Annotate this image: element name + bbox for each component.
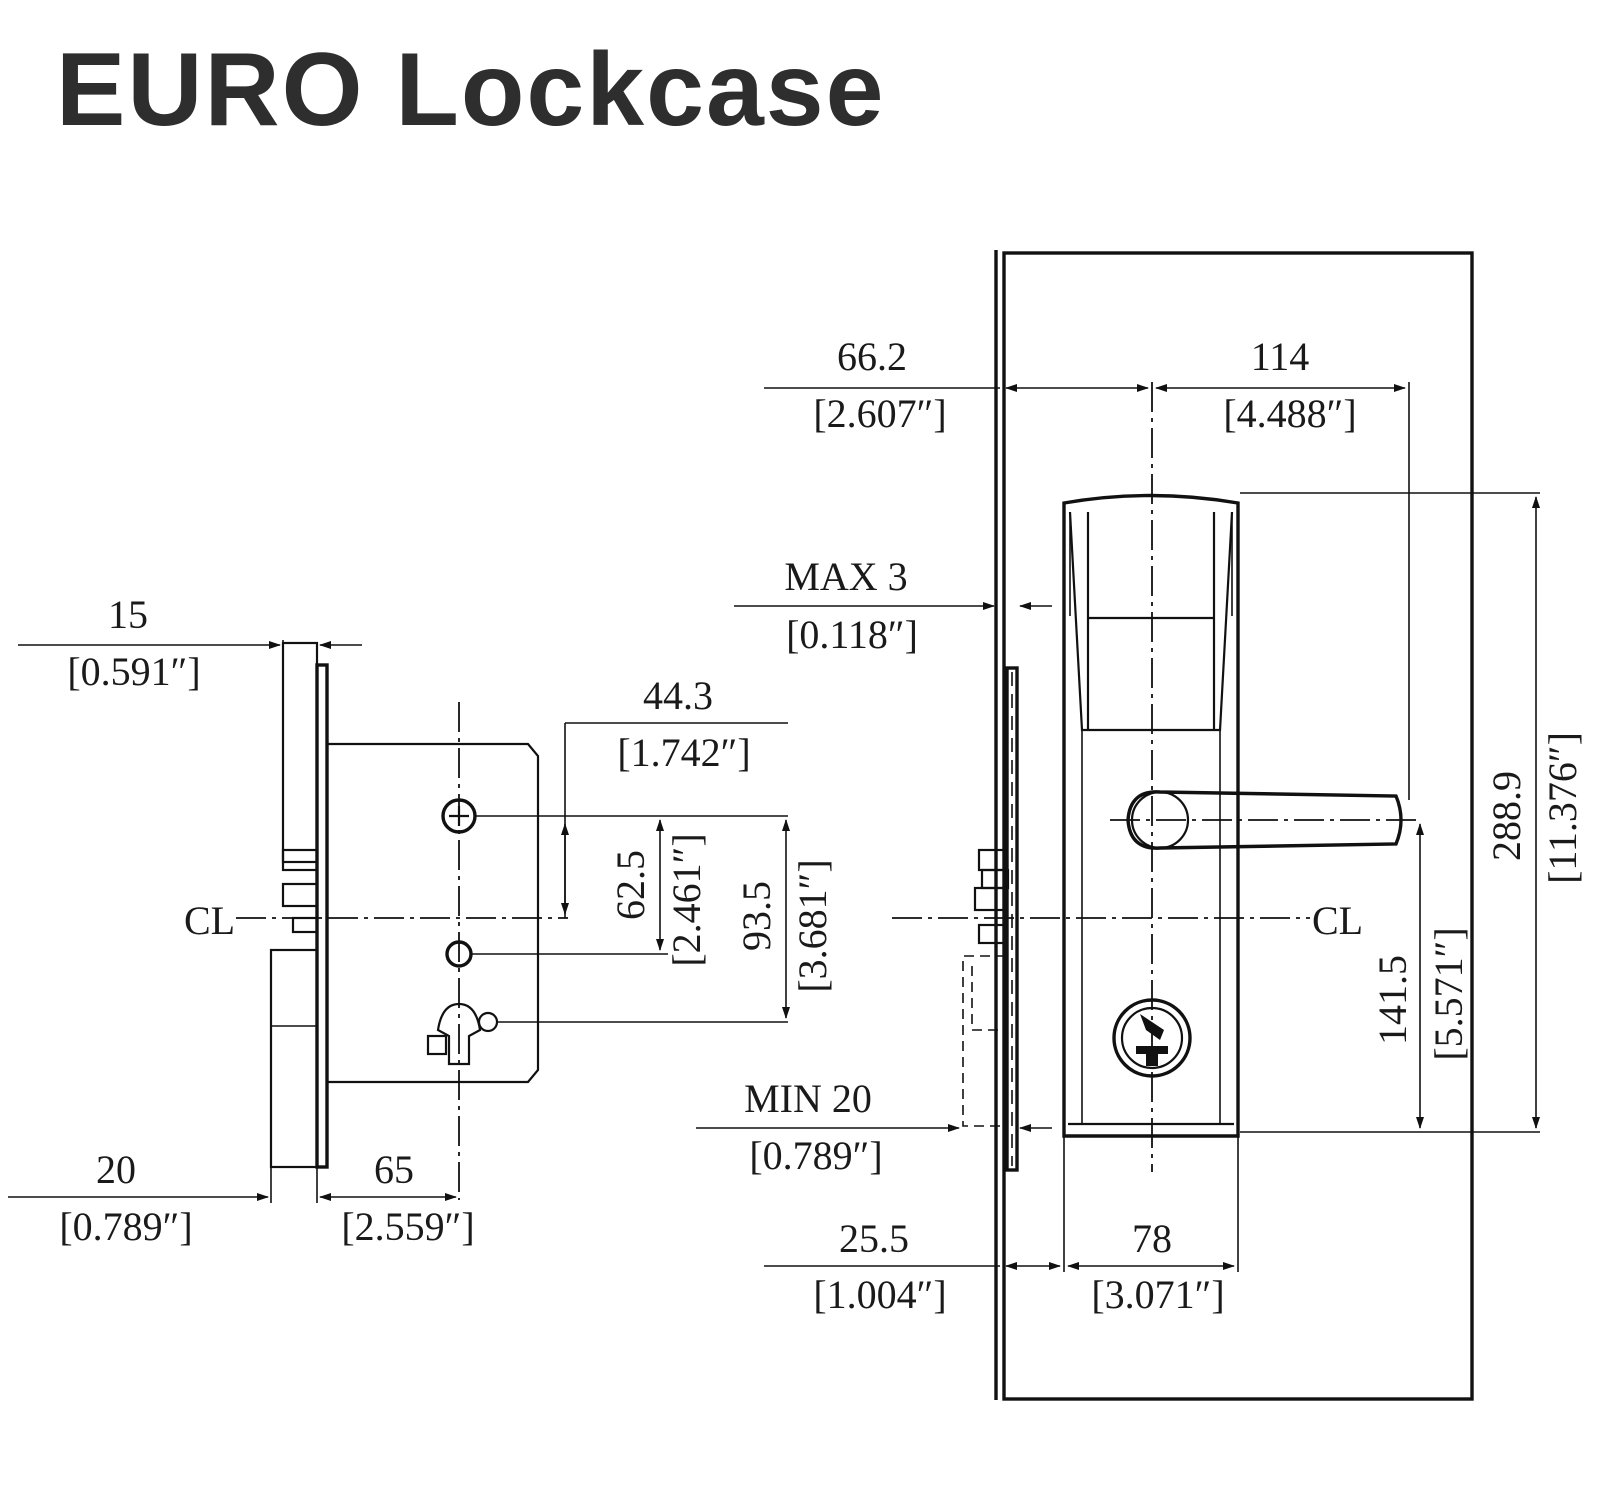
page-title: EURO Lockcase <box>56 32 886 148</box>
dim-65-value: 65 <box>374 1147 414 1192</box>
dim-20-inch: [0.789″] <box>59 1204 192 1249</box>
lockcase-drawing: CL 15 [0.591″] 20 [0.789″] 65 [2.559″] 4… <box>8 592 835 1249</box>
dead-bolt <box>281 882 319 908</box>
door-outline <box>1002 251 1474 1401</box>
dim-44-value: 44.3 <box>643 673 713 718</box>
dim-20-value: 20 <box>96 1147 136 1192</box>
dim-114-value: 114 <box>1251 334 1310 379</box>
cylinder-cam <box>436 1002 482 1066</box>
centerline-label-right: CL <box>1312 898 1363 943</box>
lockcase-body <box>327 742 540 1084</box>
auxiliary-bolt <box>291 916 319 934</box>
dim-93-value: 93.5 <box>734 881 779 951</box>
dim-65-inch: [2.559″] <box>341 1204 474 1249</box>
dim-93-inch: [3.681″] <box>790 859 835 992</box>
dim-62-value: 62.5 <box>608 850 653 920</box>
dim-114-inch: [4.488″] <box>1223 391 1356 436</box>
door-trim-drawing: CL 66.2 [2.607″] 114 [4.488″] MAX 3 [0.1… <box>696 250 1585 1401</box>
dim-min20-label: MIN 20 <box>744 1076 872 1121</box>
trim-plate <box>1062 493 1240 1138</box>
faceplate-lower <box>269 948 319 1169</box>
dim-max3-inch: [0.118″] <box>786 612 918 657</box>
faceplate-upper <box>281 641 319 864</box>
dim-15-inch: [0.591″] <box>67 649 200 694</box>
lever-handle <box>1126 790 1403 850</box>
dim-288-inch: [11.376″] <box>1540 732 1585 884</box>
dim-288-value: 288.9 <box>1484 771 1529 861</box>
dim-78-inch: [3.071″] <box>1091 1272 1224 1317</box>
dim-25-value: 25.5 <box>839 1216 909 1261</box>
centerline-label-left: CL <box>184 898 235 943</box>
edge-faceplate <box>1005 666 1019 1172</box>
faceplate-front <box>315 663 329 1169</box>
dim-141-value: 141.5 <box>1370 955 1415 1045</box>
dim-44-inch: [1.742″] <box>617 730 750 775</box>
dim-15-value: 15 <box>108 592 148 637</box>
latch-bolt <box>281 848 319 872</box>
dim-25-inch: [1.004″] <box>813 1272 946 1317</box>
dim-78-value: 78 <box>1132 1216 1172 1261</box>
dim-66-inch: [2.607″] <box>813 391 946 436</box>
card-reader-panel <box>1068 511 1234 732</box>
dim-66-value: 66.2 <box>837 334 907 379</box>
dim-141-inch: [5.571″] <box>1426 927 1471 1060</box>
dim-62-inch: [2.461″] <box>664 833 709 966</box>
dim-min20-inch: [0.789″] <box>749 1133 882 1178</box>
dim-max3-label: MAX 3 <box>784 554 907 599</box>
